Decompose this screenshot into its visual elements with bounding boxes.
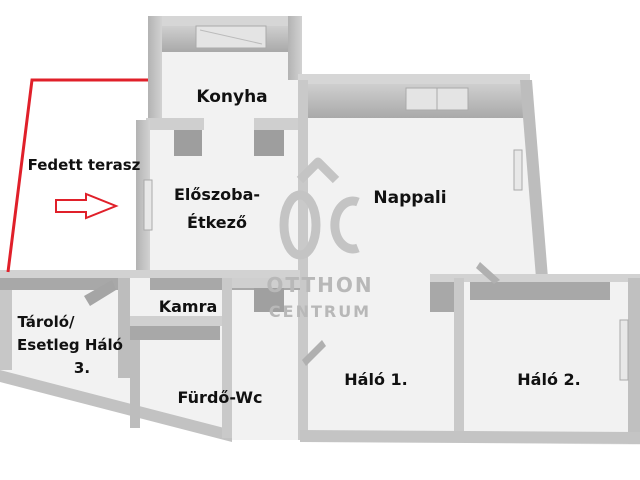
bath-pantry-walls (130, 278, 300, 438)
room-label-halo2: Háló 2. (517, 370, 580, 389)
room-label-konyha: Konyha (196, 87, 267, 107)
room-label-tarolo: Tároló/ (17, 313, 75, 331)
kitchen-walls (146, 16, 302, 156)
room-label-etkezo: Étkező (187, 213, 247, 232)
room-label-fedett-terasz: Fedett terasz (28, 156, 141, 174)
room-label-halo1: Háló 1. (344, 370, 407, 389)
bedroom-walls (300, 262, 640, 444)
room-label-kamra: Kamra (159, 297, 218, 316)
room-label-eloszoba: Előszoba- (174, 185, 260, 204)
room-label-halo3: 3. (74, 359, 90, 377)
terrace-outline (6, 78, 148, 273)
storage-walls (0, 278, 232, 442)
hall-walls (136, 120, 153, 275)
arrow-right-icon (55, 192, 119, 220)
watermark-line1: OTTHON (266, 273, 373, 297)
living-walls (298, 74, 548, 440)
room-label-esetleg-halo: Esetleg Háló (17, 336, 123, 354)
watermark-line2: CENTRUM (269, 302, 371, 321)
otthon-centrum-logo: OTTHON CENTRUM (266, 157, 373, 321)
room-label-furdo: Fürdő-Wc (178, 388, 263, 407)
room-label-nappali: Nappali (373, 188, 446, 208)
